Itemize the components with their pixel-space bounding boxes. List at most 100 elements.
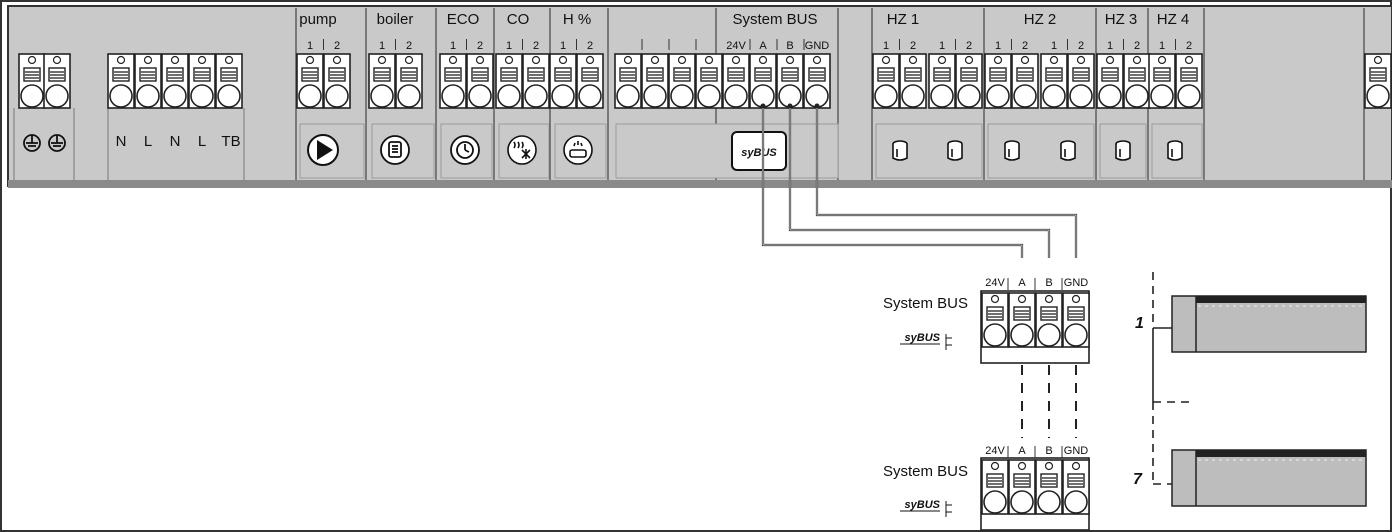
pin-label-1: 1 — [883, 40, 889, 52]
terminal — [872, 53, 900, 109]
humidity-icon — [563, 135, 593, 165]
device-number-7: 7 — [1133, 471, 1143, 488]
label-co: CO — [507, 11, 530, 28]
terminal — [395, 53, 423, 109]
terminal — [749, 53, 777, 109]
terminal — [955, 53, 983, 109]
clock-icon — [450, 135, 480, 165]
module-2-pin-gnd: GND — [1064, 445, 1089, 457]
pin-label-2: 2 — [406, 40, 412, 52]
terminal — [296, 53, 324, 109]
power-label-tb: TB — [221, 133, 240, 150]
terminal — [1067, 53, 1095, 109]
terminal — [1040, 53, 1068, 109]
terminal — [323, 53, 351, 109]
pin-label-2: 2 — [1022, 40, 1028, 52]
pin-label-1: 1 — [560, 40, 566, 52]
module-2-label: System BUS — [883, 463, 968, 480]
bus-continuation — [1021, 365, 1077, 438]
controller-panel: pump boiler ECO CO H % System BUS HZ 1 H… — [7, 5, 1392, 188]
module-1-pin-a: A — [1018, 277, 1026, 289]
actuator-icon — [892, 140, 908, 161]
module-1-terminal — [1008, 292, 1036, 348]
pin-label-2: 2 — [966, 40, 972, 52]
wire-connection-dot — [760, 103, 766, 109]
pin-label-1: 1 — [450, 40, 456, 52]
device-bus-link — [1152, 272, 1190, 485]
module-1-logo-bracket — [945, 334, 952, 350]
terminal — [188, 53, 216, 109]
module-1-logo: syBUS — [905, 332, 941, 344]
module-1-terminal — [1035, 292, 1063, 348]
module-2-terminal — [1035, 459, 1063, 515]
label-eco: ECO — [447, 11, 480, 28]
section-dividers — [13, 8, 1365, 180]
module-2-terminals — [980, 446, 1090, 531]
terminal — [722, 53, 750, 109]
system-bus-module-2: System BUS syBUS 24V A B GND — [883, 445, 1090, 531]
terminal — [439, 53, 467, 109]
terminal — [1123, 53, 1151, 109]
module-1-terminal — [1062, 292, 1090, 348]
power-label-n1: N — [116, 133, 127, 150]
module-1-label: System BUS — [883, 295, 968, 312]
pin-label-2: 2 — [910, 40, 916, 52]
controller-panel-shadow — [8, 180, 1392, 188]
pin-label-2: 2 — [1078, 40, 1084, 52]
pump-icon — [307, 134, 339, 166]
label-pump: pump — [299, 11, 337, 28]
icon-background — [987, 123, 1095, 179]
actuator-icon — [1167, 140, 1183, 161]
pin-label-2: 2 — [477, 40, 483, 52]
pin-label-2: 2 — [533, 40, 539, 52]
terminal — [614, 53, 642, 109]
terminal — [695, 53, 723, 109]
module-1-terminals — [980, 278, 1090, 364]
terminal — [18, 53, 46, 109]
actuator-icon — [1115, 140, 1131, 161]
pin-label-1: 1 — [1159, 40, 1165, 52]
device-number-1: 1 — [1135, 315, 1144, 332]
sybus-logo-box: syBUS — [731, 131, 787, 171]
terminal — [928, 53, 956, 109]
actuator-icons — [892, 140, 1183, 161]
module-1-terminal — [981, 292, 1009, 348]
module-2-pin-a: A — [1018, 445, 1026, 457]
icon-background — [875, 123, 983, 179]
module-1-pin-b: B — [1045, 277, 1052, 289]
terminal — [576, 53, 604, 109]
actuator-icon — [1004, 140, 1020, 161]
wire-outlines — [762, 108, 1077, 258]
terminal — [776, 53, 804, 109]
terminal — [668, 53, 696, 109]
pin-label-2: 2 — [1186, 40, 1192, 52]
room-device-7 — [1171, 449, 1367, 507]
label-hz3: HZ 3 — [1105, 11, 1138, 28]
boiler-icon — [380, 135, 410, 165]
terminal — [899, 53, 927, 109]
terminal — [549, 53, 577, 109]
terminal — [107, 53, 135, 109]
terminal — [522, 53, 550, 109]
terminal — [1175, 53, 1203, 109]
label-h-percent: H % — [563, 11, 591, 28]
power-label-n2: N — [170, 133, 181, 150]
terminal — [1364, 53, 1392, 109]
terminal — [1148, 53, 1176, 109]
module-2-terminal — [1008, 459, 1036, 515]
terminal — [1096, 53, 1124, 109]
terminal — [134, 53, 162, 109]
power-label-l2: L — [198, 133, 206, 150]
module-2-terminal — [1062, 459, 1090, 515]
wire-connection-dot — [814, 103, 820, 109]
terminal-strip — [18, 53, 1392, 109]
label-hz1: HZ 1 — [887, 11, 920, 28]
label-system-bus: System BUS — [732, 11, 817, 28]
module-2-pin-24v: 24V — [985, 445, 1005, 457]
module-2-logo-bracket — [945, 501, 952, 517]
terminal — [368, 53, 396, 109]
module-2-terminal — [981, 459, 1009, 515]
terminal — [215, 53, 243, 109]
